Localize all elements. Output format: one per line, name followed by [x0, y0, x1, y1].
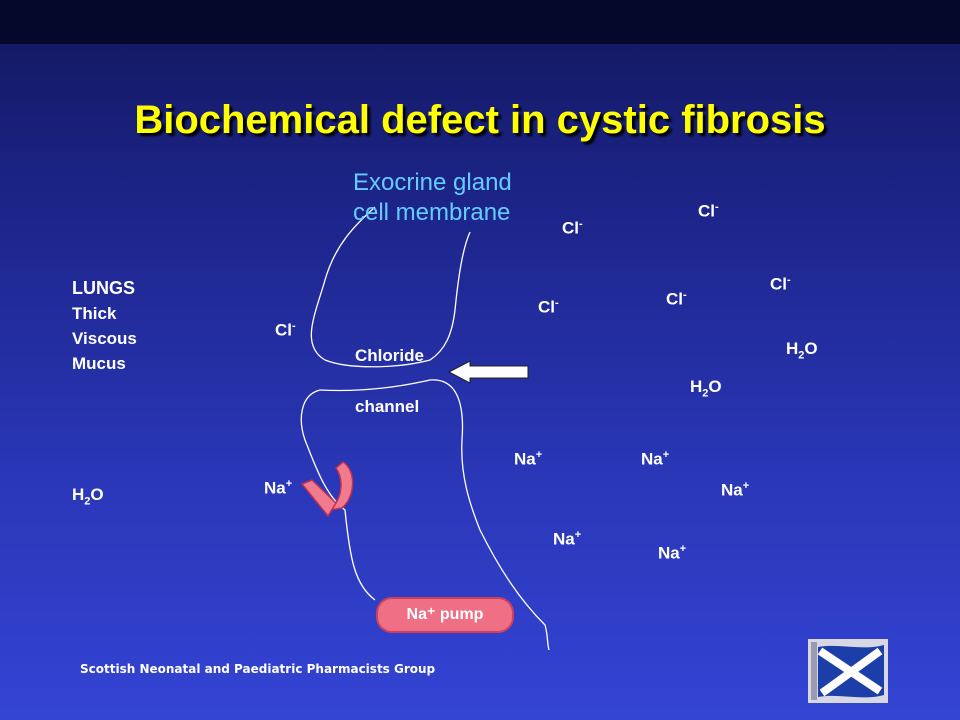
chloride-ion: Cl-: [538, 297, 559, 317]
sodium-pump: Na⁺ pump: [376, 597, 514, 633]
lower-membrane-outline: [300, 389, 376, 601]
water-molecule: H2O: [72, 485, 104, 508]
chloride-ion: Cl-: [698, 201, 719, 221]
sodium-ion: Na+: [641, 449, 670, 469]
lungs-block: LUNGS Thick Viscous Mucus: [72, 276, 137, 376]
chloride-ion: Cl-: [275, 320, 296, 340]
membrane-label-line1: Exocrine gland: [353, 169, 512, 196]
sodium-curved-arrow: [300, 461, 354, 518]
lungs-line: Viscous: [72, 329, 137, 348]
chloride-ion: Cl-: [562, 218, 583, 238]
sodium-ion: Na+: [721, 480, 750, 500]
lungs-line: Mucus: [72, 354, 126, 373]
chloride-ion: Cl-: [770, 274, 791, 294]
footer-credit: Scottish Neonatal and Paediatric Pharmac…: [80, 662, 436, 676]
sodium-ion: Na+: [553, 529, 582, 549]
membrane-label-line2: cell membrane: [353, 199, 511, 226]
channel-label-line1: Chloride: [355, 346, 424, 365]
lungs-line: Thick: [72, 304, 117, 323]
lower-membrane-inner: [319, 379, 550, 651]
slide-title: Biochemical defect in cystic fibrosis: [134, 98, 826, 142]
chloride-ion: Cl-: [666, 289, 687, 309]
water-molecule: H2O: [690, 377, 722, 400]
sodium-ion: Na+: [658, 543, 687, 563]
channel-label-line2: channel: [355, 397, 420, 416]
saltire-flag-icon: [808, 639, 888, 703]
channel-arrow: [447, 360, 529, 384]
water-molecule: H2O: [786, 339, 818, 362]
membrane-label: Exocrine gland cell membrane: [353, 168, 512, 228]
upper-membrane-outline: [310, 206, 471, 368]
lungs-heading: LUNGS: [72, 278, 135, 298]
sodium-ion: Na+: [514, 449, 543, 469]
sodium-ion: Na+: [264, 478, 293, 498]
